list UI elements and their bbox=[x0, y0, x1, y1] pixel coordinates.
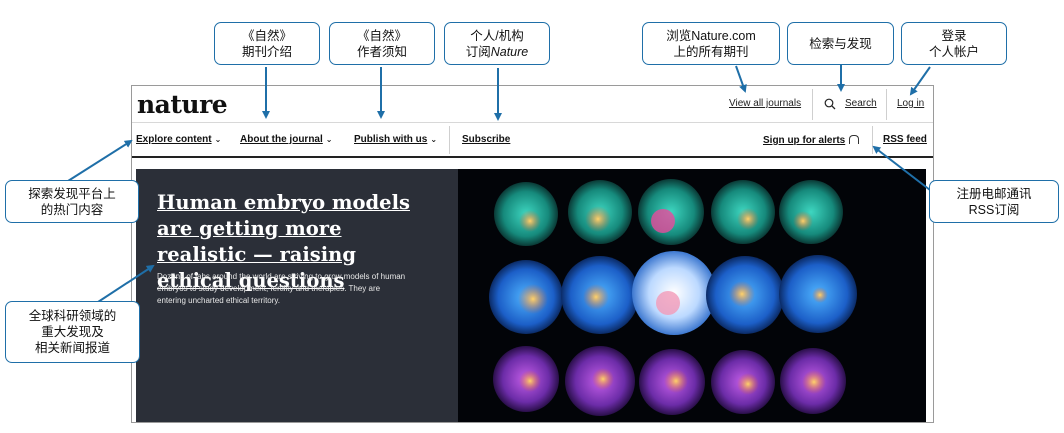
nav-about-journal[interactable]: About the journal⌄ bbox=[240, 134, 332, 145]
nav-publish-with-us[interactable]: Publish with us⌄ bbox=[354, 134, 437, 145]
callout-line: 全球科研领域的 bbox=[28, 309, 117, 323]
nav-explore-label: Explore content bbox=[136, 134, 212, 145]
callout-text: 订阅 bbox=[465, 44, 491, 59]
divider bbox=[449, 126, 450, 154]
callout-line: 检索与发现 bbox=[809, 36, 872, 51]
callout-line: 《自然》 bbox=[241, 28, 292, 43]
nav-explore-content[interactable]: Explore content⌄ bbox=[136, 134, 221, 145]
divider bbox=[132, 122, 933, 123]
callout-line: 探索发现平台上 bbox=[28, 186, 116, 201]
hero-image-embryo-models[interactable] bbox=[458, 169, 926, 422]
nav-subscribe[interactable]: Subscribe bbox=[462, 134, 511, 145]
callout-line: 个人帐户 bbox=[928, 44, 979, 59]
top-bar: nature View all journals Search Log in bbox=[132, 86, 933, 122]
callout-line: 期刊介绍 bbox=[241, 44, 292, 59]
callout-journal-intro: 《自然》 期刊介绍 bbox=[214, 22, 320, 65]
callout-line: 上的所有期刊 bbox=[673, 44, 749, 59]
nav-publish-label: Publish with us bbox=[354, 134, 428, 145]
callout-browse-journals: 浏览Nature.com 上的所有期刊 bbox=[642, 22, 780, 65]
callout-text-italic: Nature bbox=[490, 44, 529, 59]
callout-line: 相关新闻报道 bbox=[34, 341, 110, 355]
callout-line: 作者须知 bbox=[356, 44, 407, 59]
hero-headline[interactable]: Human embryo models are getting more rea… bbox=[157, 191, 410, 292]
callout-search: 检索与发现 bbox=[787, 22, 894, 65]
callout-line: RSS订阅 bbox=[968, 202, 1020, 217]
divider bbox=[872, 126, 873, 154]
callout-line: 浏览Nature.com bbox=[666, 28, 756, 43]
nav-underline bbox=[132, 156, 933, 158]
callout-explore-content: 探索发现平台上 的热门内容 bbox=[5, 180, 139, 223]
callout-login: 登录 个人帐户 bbox=[901, 22, 1007, 65]
callout-subscribe: 个人/机构 订阅Nature bbox=[444, 22, 550, 65]
divider bbox=[812, 89, 813, 120]
login-link[interactable]: Log in bbox=[897, 98, 925, 109]
callout-line: 《自然》 bbox=[356, 28, 407, 43]
callout-news: 全球科研领域的 重大发现及 相关新闻报道 bbox=[5, 301, 140, 363]
callout-line: 注册电邮通讯 bbox=[956, 186, 1032, 201]
callout-line: 订阅Nature bbox=[445, 44, 549, 60]
main-nav: Explore content⌄ About the journal⌄ Publ… bbox=[132, 123, 933, 156]
alerts-label: Sign up for alerts bbox=[763, 135, 846, 146]
callout-line: 个人/机构 bbox=[470, 28, 524, 43]
nature-homepage: nature View all journals Search Log in E… bbox=[131, 85, 934, 423]
rss-feed-link[interactable]: RSS feed bbox=[883, 134, 927, 145]
callout-line: 登录 bbox=[941, 28, 967, 43]
sign-up-alerts-link[interactable]: Sign up for alerts bbox=[763, 134, 860, 146]
callout-line: 的热门内容 bbox=[40, 202, 104, 217]
bell-icon bbox=[849, 135, 860, 144]
nav-about-label: About the journal bbox=[240, 134, 323, 145]
nature-logo[interactable]: nature bbox=[137, 90, 228, 119]
divider bbox=[886, 89, 887, 120]
view-all-journals-link[interactable]: View all journals bbox=[729, 98, 802, 109]
callout-alerts-rss: 注册电邮通讯 RSS订阅 bbox=[929, 180, 1059, 223]
callout-line: 重大发现及 bbox=[41, 325, 104, 339]
chevron-down-icon: ⌄ bbox=[430, 135, 438, 144]
chevron-down-icon: ⌄ bbox=[325, 135, 333, 144]
callout-author-guide: 《自然》 作者须知 bbox=[329, 22, 435, 65]
search-link[interactable]: Search bbox=[845, 98, 877, 109]
chevron-down-icon: ⌄ bbox=[214, 135, 222, 144]
hero-summary: Dozens of labs around the world are stri… bbox=[157, 272, 406, 305]
hero-text-panel: Human embryo models are getting more rea… bbox=[136, 169, 458, 422]
embryo-image-graphic bbox=[458, 169, 926, 422]
search-icon[interactable] bbox=[824, 97, 836, 115]
